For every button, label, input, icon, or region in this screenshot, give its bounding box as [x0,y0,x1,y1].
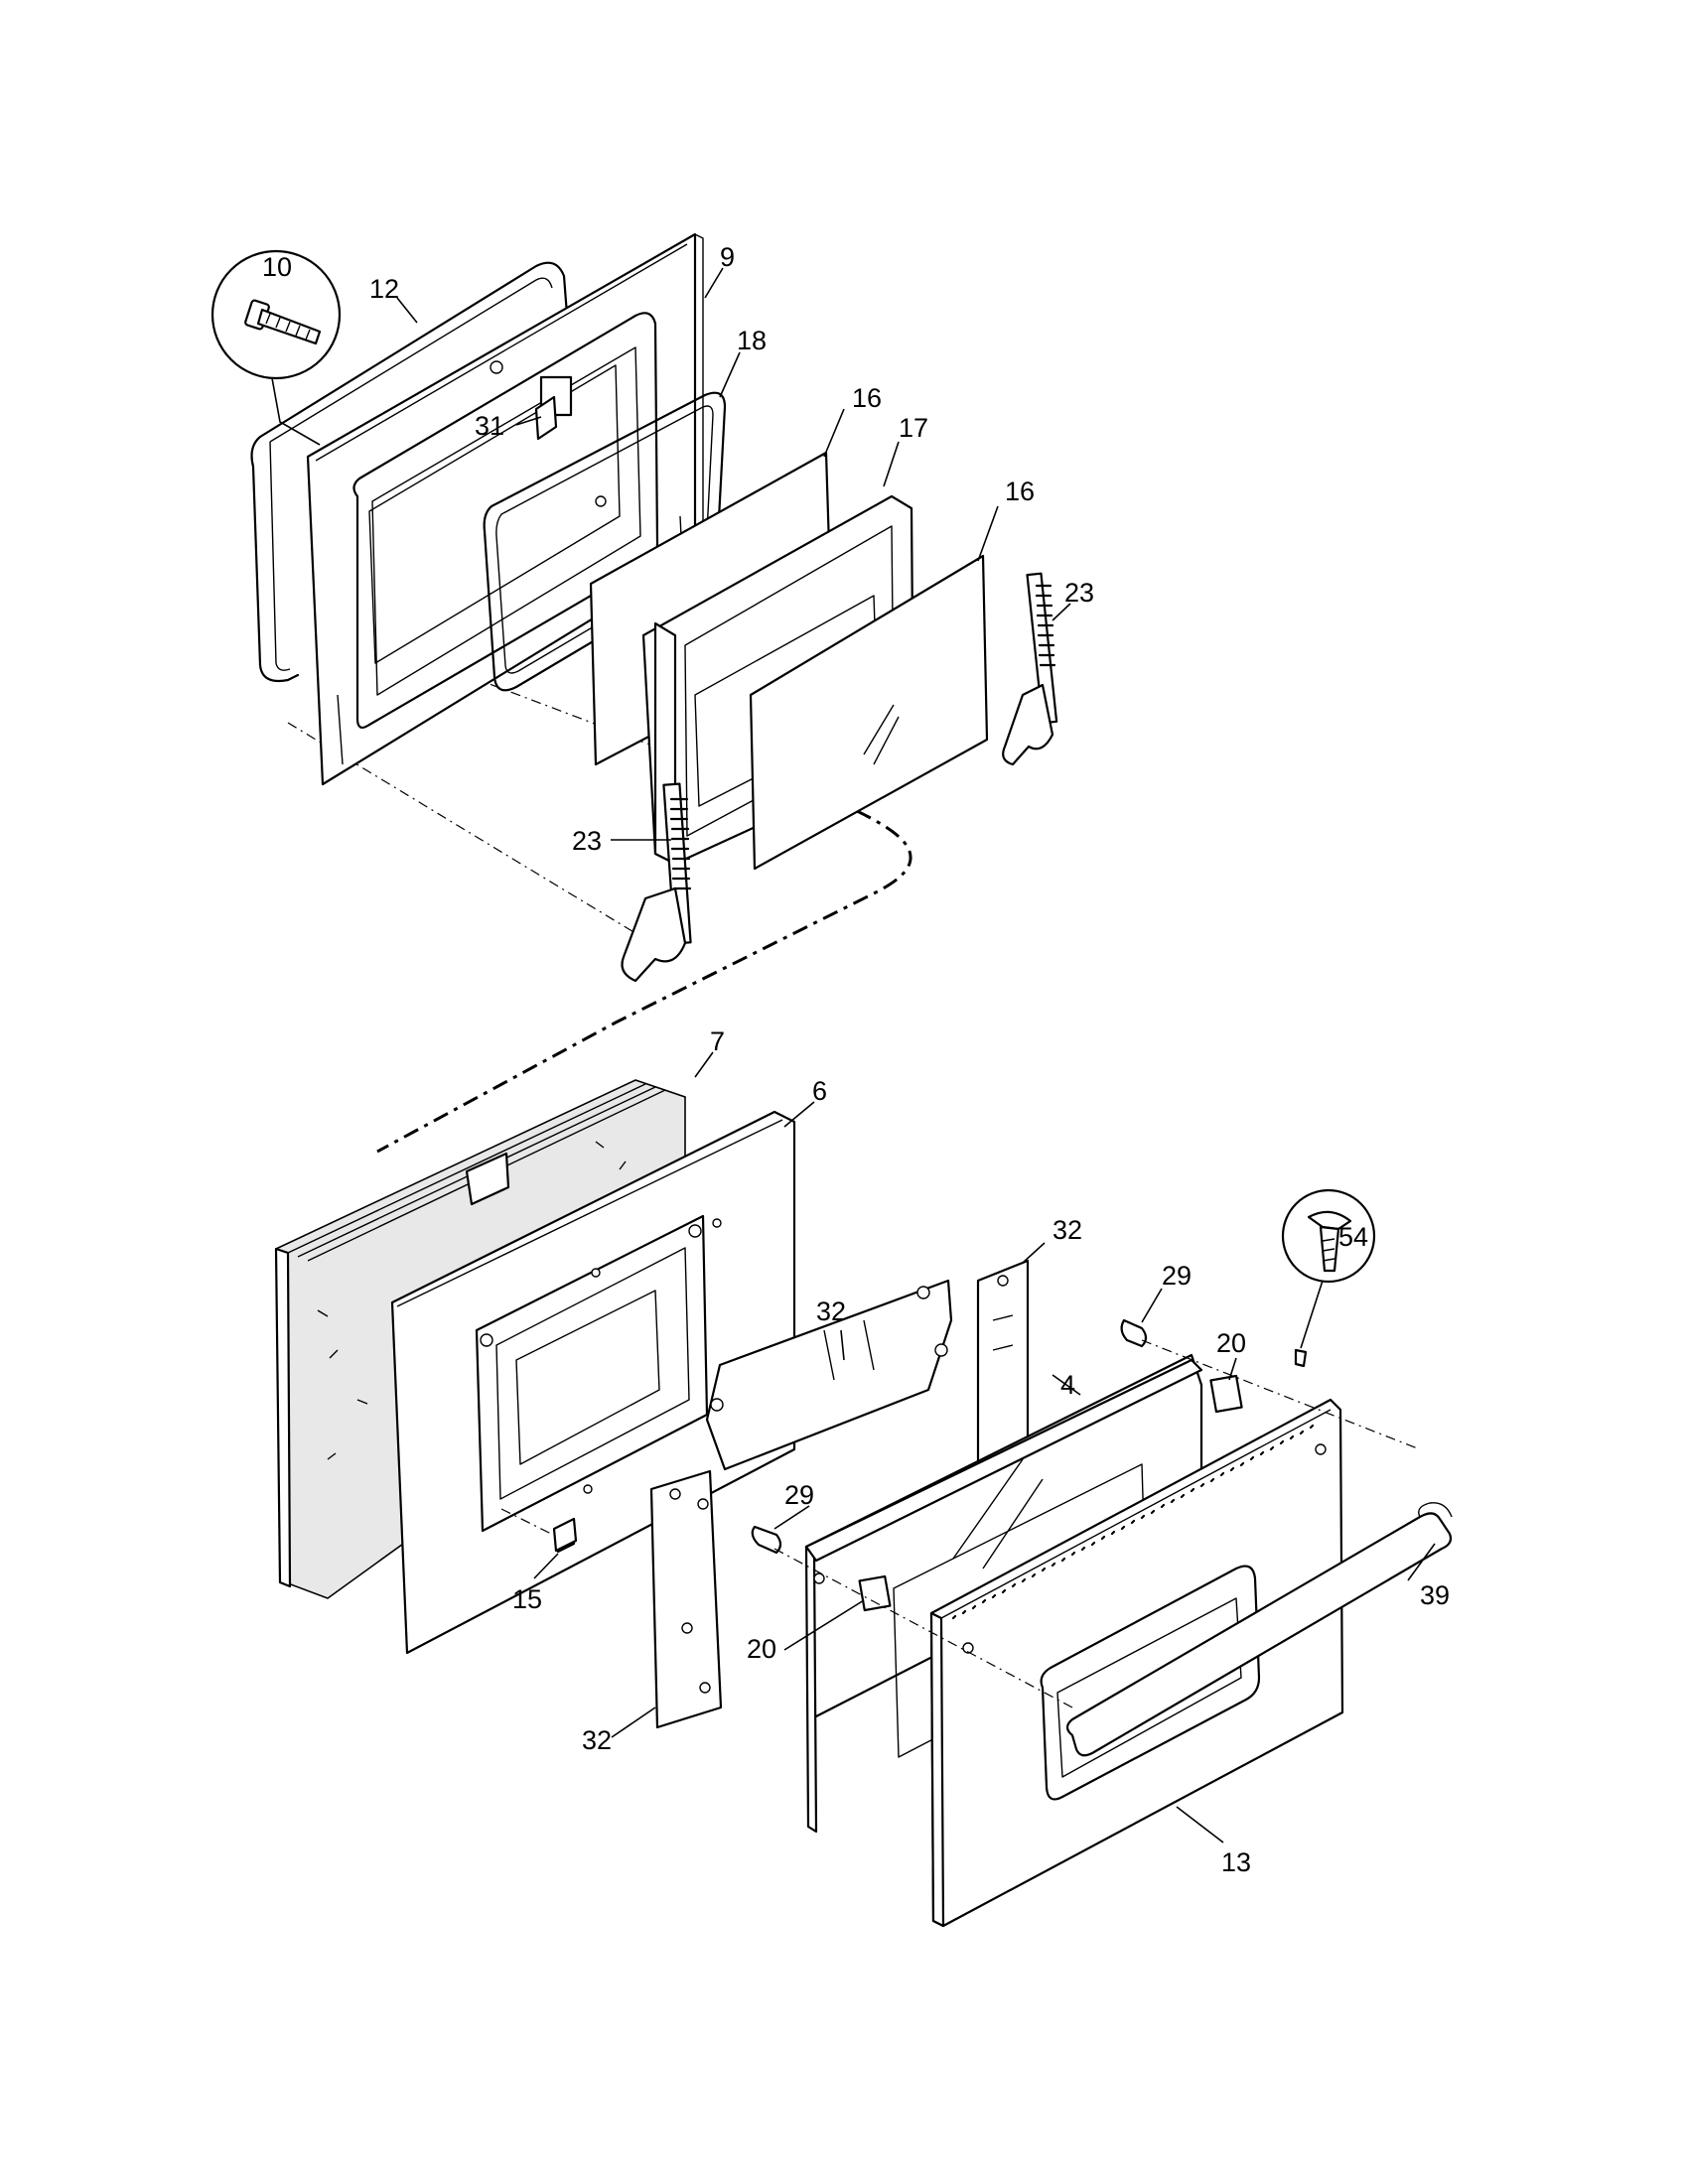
callout-7: 7 [710,1026,725,1056]
callout-16-top: 16 [852,383,882,413]
callout-18: 18 [737,326,767,355]
callout-16: 16 [1005,477,1035,506]
pin-29-right [1120,1318,1148,1348]
callout-31: 31 [475,411,504,441]
screw-10-detail [210,249,342,446]
callout-23-left: 23 [572,826,602,856]
inner-door-panel-9 [306,232,704,786]
callout-23-right: 23 [1064,578,1094,608]
callout-6: 6 [812,1076,827,1106]
callout-4: 4 [1060,1370,1075,1400]
hinge-23-right [1002,572,1058,766]
callout-13: 13 [1221,1847,1251,1877]
callout-12: 12 [369,274,399,304]
handle-39 [1065,1512,1453,1757]
door-gasket-12 [250,261,570,683]
clip-31 [534,395,558,441]
callout-labels: 10 12 9 18 31 16 17 16 23 23 7 6 32 32 2… [262,242,1450,1877]
callout-10: 10 [262,252,292,282]
glass-panel-16-front [749,554,989,871]
glass-strip-32-b [976,1259,1030,1471]
callout-17: 17 [899,413,928,443]
glass-panel-4 [804,1353,1203,1834]
upper-assembly [210,232,1058,1154]
callout-32-right: 32 [1052,1215,1082,1245]
callout-39: 39 [1420,1580,1450,1610]
callout-54: 54 [1338,1222,1368,1252]
callout-29-right: 29 [1162,1261,1192,1291]
callout-32-mid: 32 [816,1297,846,1326]
bracket-15 [552,1517,578,1553]
callout-32-left: 32 [582,1725,612,1755]
lower-assembly [274,1079,1453,1928]
leader-lines [396,267,1436,1843]
pin-29-left [751,1525,782,1555]
hinge-23-left [621,782,692,983]
screw-54-detail [1281,1188,1376,1368]
glass-strip-32-a [705,1279,953,1471]
callout-9: 9 [720,242,735,272]
callout-29-left: 29 [784,1480,814,1510]
callout-20-left: 20 [747,1634,776,1664]
callout-20-right: 20 [1216,1328,1246,1358]
spacer-20-left [858,1574,892,1612]
glass-strip-32-c [649,1469,723,1729]
callout-15: 15 [512,1584,542,1614]
spacer-20-right [1209,1374,1243,1414]
